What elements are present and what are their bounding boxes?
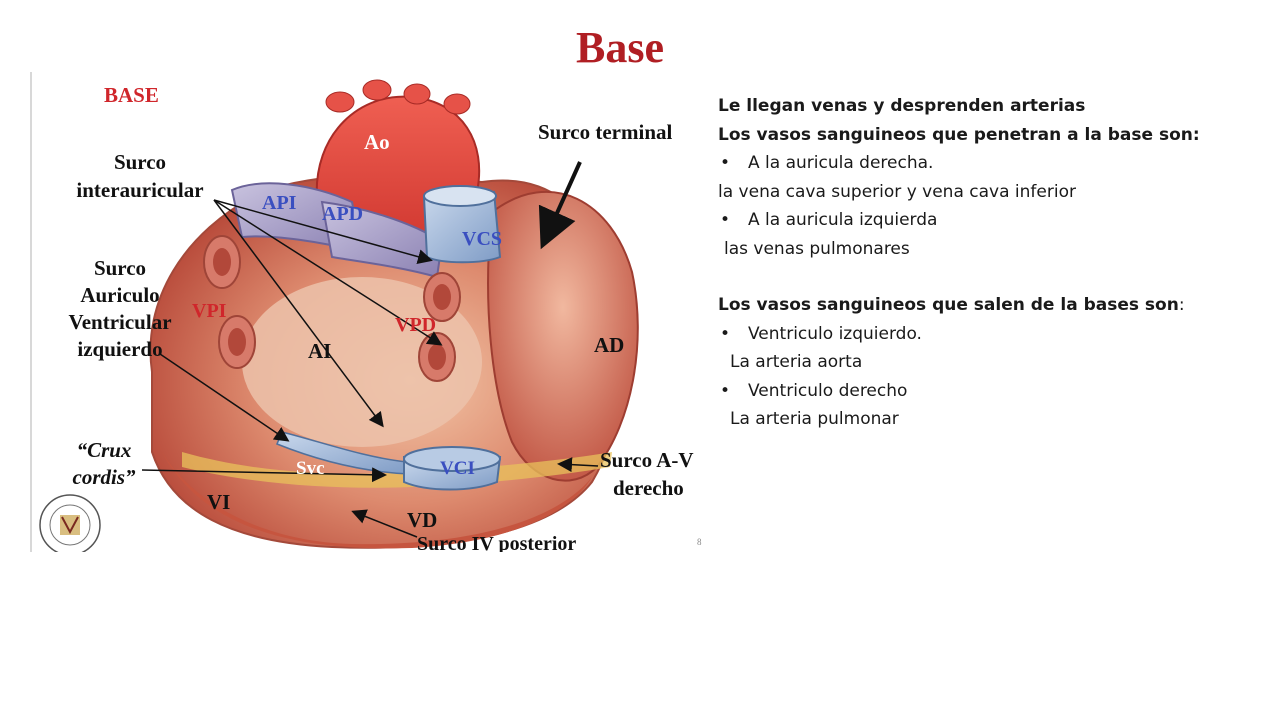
heart-illustration: BASE Surco interauricular Surco Auriculo… bbox=[39, 79, 702, 552]
aorta-branch-1 bbox=[325, 91, 355, 113]
label-vi: VI bbox=[207, 490, 230, 514]
bullet-auricula-derecha: A la auricula derecha. bbox=[718, 149, 1258, 178]
slide-title: Base bbox=[576, 23, 664, 72]
label-vd: VD bbox=[407, 508, 437, 532]
label-ad: AD bbox=[594, 333, 624, 357]
label-surco-iv-posterior: Surco IV posterior bbox=[417, 533, 576, 552]
label-surco-terminal: Surco terminal bbox=[538, 120, 673, 144]
coronary-fat bbox=[182, 452, 612, 488]
label-base: BASE bbox=[104, 83, 159, 107]
bullet-ventriculo-izquierdo: Ventriculo izquierdo. bbox=[718, 320, 1258, 349]
aorta-branch-4 bbox=[443, 93, 471, 115]
label-vci: VCI bbox=[440, 458, 475, 479]
text-line-2: Los vasos sanguineos que penetran a la b… bbox=[718, 124, 1200, 145]
arrow-interauricular-1 bbox=[213, 199, 433, 265]
label-vcs: VCS bbox=[462, 228, 502, 250]
label-surco-av-izq-3: Ventricular bbox=[68, 310, 171, 334]
label-ao: Ao bbox=[364, 130, 390, 154]
text-line-5: Los vasos sanguineos que salen de la bas… bbox=[718, 291, 1258, 320]
arrow-av-der bbox=[557, 457, 599, 473]
label-api: API bbox=[262, 192, 297, 214]
pv-lumen-3 bbox=[433, 284, 451, 310]
text-line-7: La arteria pulmonar bbox=[730, 409, 899, 429]
arrow-interauricular-3 bbox=[213, 199, 384, 428]
label-surco-interauricular-1: Surco bbox=[114, 150, 166, 174]
label-surco-av-der-1: Surco A-V bbox=[600, 448, 694, 472]
content-text: Le llegan venas y desprenden arterias Lo… bbox=[718, 92, 1258, 434]
heart-base-figure: BASE Surco interauricular Surco Auriculo… bbox=[30, 72, 712, 552]
label-crux-2: cordis” bbox=[73, 465, 137, 489]
arrow-interauricular-2 bbox=[213, 199, 443, 346]
bullet-auricula-izquierda: A la auricula izquierda bbox=[718, 206, 1258, 235]
text-line-4: las venas pulmonares bbox=[724, 238, 910, 259]
pv-lumen-2 bbox=[228, 328, 246, 356]
label-surco-av-izq-4: izquierdo bbox=[77, 337, 162, 361]
label-vpi: VPI bbox=[192, 300, 227, 322]
label-svc: Svc bbox=[296, 458, 325, 479]
arrow-surco-terminal bbox=[538, 161, 582, 250]
spacer bbox=[718, 263, 1258, 291]
arrow-crux bbox=[141, 467, 387, 483]
ivc-opening bbox=[403, 446, 501, 472]
left-atrium bbox=[242, 277, 482, 447]
text-line-5-bold: Los vasos sanguineos que salen de la bas… bbox=[718, 295, 1179, 315]
label-ai: AI bbox=[308, 339, 331, 363]
label-surco-av-izq-1: Surco bbox=[94, 256, 146, 280]
text-line-5-colon: : bbox=[1178, 295, 1185, 315]
university-seal-logo bbox=[39, 494, 101, 552]
arrow-iv-posterior bbox=[351, 509, 418, 538]
pv-lumen-1 bbox=[213, 248, 231, 276]
text-line-3: la vena cava superior y vena cava inferi… bbox=[718, 181, 1076, 202]
aorta-branch-3 bbox=[403, 83, 431, 105]
label-vpd: VPD bbox=[395, 314, 436, 336]
text-line-1: Le llegan venas y desprenden arterias bbox=[718, 96, 1086, 116]
label-apd: APD bbox=[322, 203, 363, 225]
label-surco-interauricular-2: interauricular bbox=[76, 178, 203, 202]
label-crux-1: “Crux bbox=[77, 438, 132, 462]
arrow-av-izq bbox=[159, 353, 290, 442]
label-surco-av-der-2: derecho bbox=[613, 476, 684, 500]
label-surco-av-izq-2: Auriculo bbox=[80, 283, 159, 307]
aorta-branch-2 bbox=[362, 79, 392, 101]
figure-page-number: 8 bbox=[697, 537, 702, 547]
bullet-ventriculo-derecho: Ventriculo derecho bbox=[718, 377, 1258, 406]
pv-lumen-4 bbox=[428, 344, 446, 370]
svc-opening bbox=[423, 185, 497, 207]
text-line-6: La arteria aorta bbox=[730, 352, 863, 372]
